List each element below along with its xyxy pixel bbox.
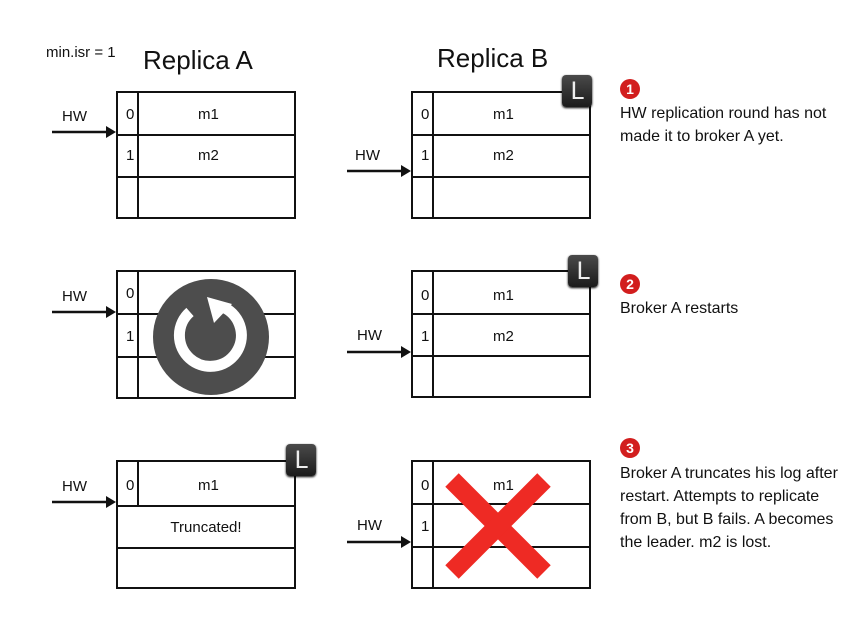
step1-replica-b-hw-arrow bbox=[347, 165, 411, 177]
log-offset: 1 bbox=[421, 147, 430, 164]
log-message: m1 bbox=[493, 477, 514, 494]
step1-replica-a-hw-arrow bbox=[52, 126, 116, 138]
log-row: 0 m1 bbox=[118, 462, 294, 505]
step3-replica-a-log: 0 m1 Truncated! bbox=[116, 460, 296, 589]
log-row: 0 m1 bbox=[413, 93, 589, 136]
leader-icon: L bbox=[568, 255, 598, 287]
step2-replica-a-hw-label: HW bbox=[62, 288, 87, 305]
log-offset: 1 bbox=[421, 328, 430, 345]
log-offset: 0 bbox=[421, 287, 430, 304]
leader-icon: L bbox=[562, 75, 592, 107]
step2-number-badge: 2 bbox=[620, 274, 640, 294]
log-message: m2 bbox=[493, 147, 514, 164]
leader-label: L bbox=[576, 257, 590, 285]
step3-replica-b-hw-arrow bbox=[347, 536, 411, 548]
step2-note: Broker A restarts bbox=[620, 300, 739, 317]
log-message: m2 bbox=[198, 147, 219, 164]
replica-a-title: Replica A bbox=[143, 45, 253, 75]
step3-replica-b-hw-label: HW bbox=[357, 517, 382, 534]
step2-replica-b-hw-label: HW bbox=[357, 327, 382, 344]
step2-replica-a-hw-arrow bbox=[52, 306, 116, 318]
log-row: 1 m2 bbox=[413, 313, 589, 355]
log-row: 0 m1 bbox=[118, 93, 294, 136]
log-offset: 0 bbox=[421, 106, 430, 123]
log-row: 1 bbox=[413, 503, 589, 546]
step3-replica-b-log: 0 m1 1 bbox=[411, 460, 591, 589]
leader-icon: L bbox=[286, 444, 316, 476]
log-offset: 1 bbox=[421, 518, 430, 535]
log-row: 0 m1 bbox=[413, 462, 589, 505]
log-message: m2 bbox=[493, 328, 514, 345]
log-row: 0 m1 bbox=[413, 272, 589, 315]
log-offset: 0 bbox=[421, 477, 430, 494]
log-row: 1 m2 bbox=[413, 134, 589, 176]
log-row-empty bbox=[413, 546, 589, 589]
log-offset: 0 bbox=[126, 477, 135, 494]
restart-icon bbox=[153, 279, 269, 395]
step3-note: Broker A truncates his log after restart… bbox=[620, 465, 838, 551]
log-message: m1 bbox=[198, 477, 219, 494]
log-row-empty bbox=[413, 355, 589, 398]
step1-replica-b-log: 0 m1 1 m2 bbox=[411, 91, 591, 219]
step1-replica-a-log: 0 m1 1 m2 bbox=[116, 91, 296, 219]
step2-replica-b-log: 0 m1 1 m2 bbox=[411, 270, 591, 398]
step1-replica-b-hw-label: HW bbox=[355, 147, 380, 164]
log-offset: 0 bbox=[126, 106, 135, 123]
step1-number-badge: 1 bbox=[620, 79, 640, 99]
log-row: 1 m2 bbox=[118, 134, 294, 176]
log-row-empty bbox=[413, 176, 589, 219]
step3-number-badge: 3 bbox=[620, 438, 640, 458]
leader-label: L bbox=[294, 446, 308, 474]
log-offset: 1 bbox=[126, 147, 135, 164]
step1-note: HW replication round has not made it to … bbox=[620, 105, 827, 145]
log-row-empty bbox=[118, 547, 294, 589]
truncated-label: Truncated! bbox=[170, 519, 242, 536]
log-message: m1 bbox=[493, 287, 514, 304]
red-x-icon bbox=[445, 473, 551, 579]
log-offset: 0 bbox=[126, 285, 135, 302]
log-offset: 1 bbox=[126, 328, 135, 345]
replica-b-title: Replica B bbox=[437, 43, 549, 73]
step1-replica-a-hw-label: HW bbox=[62, 108, 87, 125]
log-row-empty bbox=[118, 176, 294, 219]
leader-label: L bbox=[570, 77, 584, 105]
log-row: 0 bbox=[118, 272, 294, 315]
log-message: m1 bbox=[493, 106, 514, 123]
min-isr-label: min.isr = 1 bbox=[46, 44, 116, 61]
log-message: m1 bbox=[198, 106, 219, 123]
truncated-row: Truncated! bbox=[118, 505, 294, 547]
step3-replica-a-hw-label: HW bbox=[62, 478, 87, 495]
step3-replica-a-hw-arrow bbox=[52, 496, 116, 508]
step2-replica-b-hw-arrow bbox=[347, 346, 411, 358]
